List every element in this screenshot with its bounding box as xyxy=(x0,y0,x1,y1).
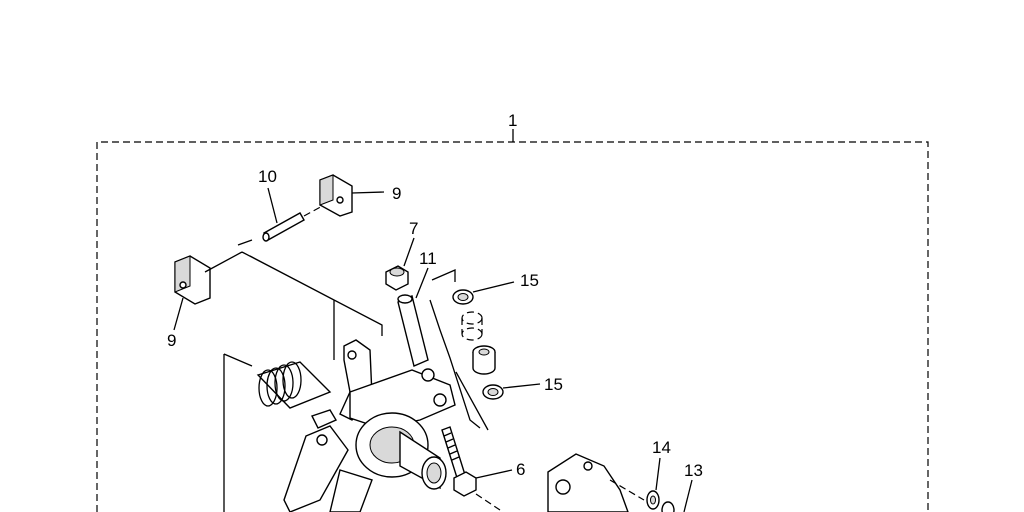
callout-15-lower: 15 xyxy=(544,375,563,394)
leader-9-lower xyxy=(173,297,184,331)
callout-6: 6 xyxy=(516,460,525,479)
leader-14 xyxy=(655,457,661,491)
axis-14 xyxy=(609,479,645,501)
washer-part-14 xyxy=(646,490,660,510)
leader-10 xyxy=(267,187,278,224)
pin-part-10 xyxy=(262,212,305,242)
frame-guide-left xyxy=(223,353,253,512)
leader-11 xyxy=(415,267,429,299)
callout-15-upper: 15 xyxy=(520,271,539,290)
sleeve-part-11 xyxy=(397,294,429,367)
block-part-9-upper xyxy=(319,174,353,217)
callout-9-upper: 9 xyxy=(392,184,401,203)
caliper-bracket xyxy=(547,453,629,512)
leader-7 xyxy=(403,237,415,267)
callout-11: 11 xyxy=(419,249,437,268)
bracket-guide-2 xyxy=(237,239,253,246)
block-part-9-lower xyxy=(174,255,211,305)
bracket-15-upper xyxy=(431,269,456,282)
callout-7: 7 xyxy=(409,219,418,238)
part-13 xyxy=(661,501,675,512)
callout-1: 1 xyxy=(508,111,517,130)
callout-13: 13 xyxy=(684,461,703,480)
callout-14: 14 xyxy=(652,438,671,457)
callout-9-lower: 9 xyxy=(167,331,176,350)
bracket-15-lower xyxy=(455,371,489,431)
leader-15-upper xyxy=(472,281,515,293)
leader-13 xyxy=(683,479,693,512)
bolt-part-6 xyxy=(441,426,477,497)
leader-6 xyxy=(475,469,513,479)
washer-part-15-upper xyxy=(452,289,474,305)
bracket-guide xyxy=(204,251,383,360)
callout-10: 10 xyxy=(258,167,277,186)
leader-15-lower xyxy=(502,383,541,389)
bracket-15-mid xyxy=(429,299,481,429)
bushing-solid xyxy=(472,345,496,375)
nut-part-7 xyxy=(385,265,409,291)
bushing-dashed xyxy=(461,311,483,341)
axis-10 xyxy=(303,203,327,217)
washer-part-15-lower xyxy=(482,384,504,400)
steering-knuckle xyxy=(256,339,456,512)
assembly-boundary xyxy=(96,141,929,512)
axis-6 xyxy=(475,493,501,511)
leader-9-upper xyxy=(351,191,385,194)
